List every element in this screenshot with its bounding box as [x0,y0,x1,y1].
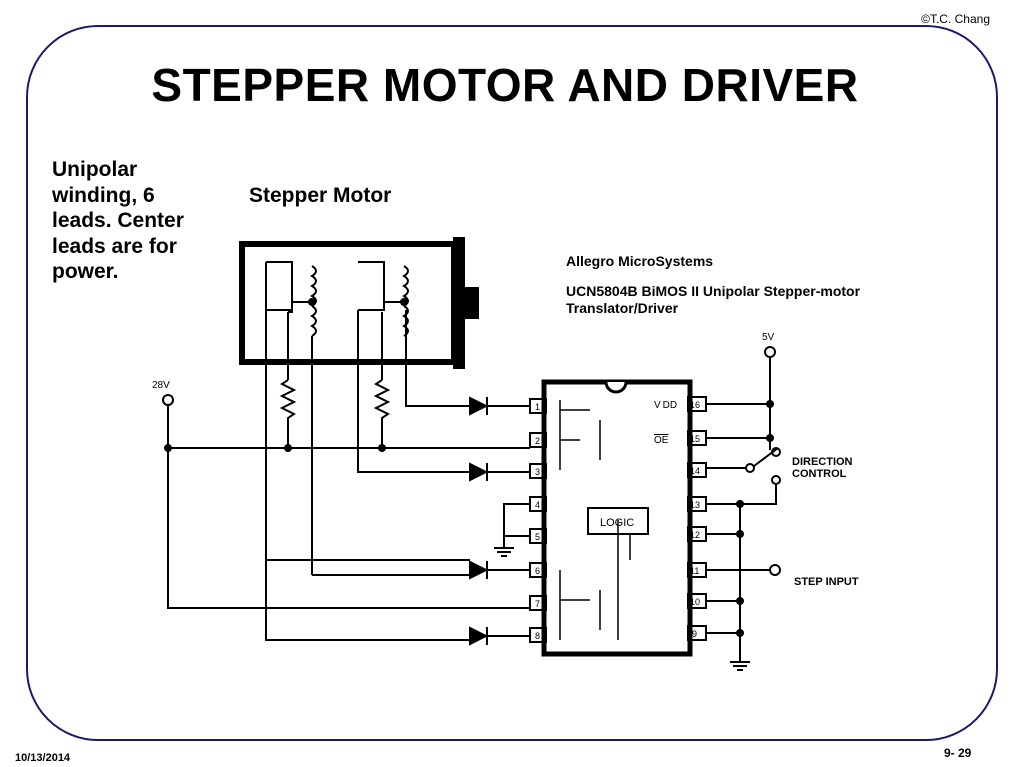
pin-6-label: 6 [535,566,540,576]
diode-3 [469,560,530,580]
diode-4 [469,626,530,646]
supply-28v-terminal [162,394,174,406]
vdd-label: V DD [654,400,677,411]
winding-2 [358,261,409,337]
resistor-2 [373,379,391,448]
direction-switch-bottom [771,475,781,485]
direction-control-label-2: CONTROL [792,468,847,480]
copyright-text: ©T.C. Chang [921,12,990,26]
motor-flange [453,237,465,369]
bullet-text: Unipolar winding, 6 leads. Center leads … [52,158,184,283]
pin-4-label: 4 [535,500,540,510]
supply-5v-label: 5V [762,332,775,343]
resistor-1 [279,379,297,448]
step-input-label: STEP INPUT [794,576,859,588]
pin-8-label: 8 [535,631,540,641]
pin-14-label: 14 [690,466,700,476]
chip-description: UCN5804B BiMOS II Unipolar Stepper-motor… [566,283,861,316]
pin-12-label: 12 [690,530,700,540]
supply-28v-label: 28V [152,380,170,391]
winding-1 [265,261,317,575]
chip-maker-label: Allegro MicroSystems [566,253,714,269]
direction-control-label-1: DIRECTION [792,456,853,468]
step-input-terminal [769,564,781,576]
pin-9-label: 9 [692,629,697,639]
motor-shaft [465,287,479,319]
diode-2 [469,462,530,482]
pin-16-label: 16 [690,400,700,410]
pin-7-label: 7 [535,599,540,609]
pin-5-label: 5 [535,532,540,542]
direction-switch-pivot [745,463,755,473]
footer-page-number: 9- 29 [944,746,972,760]
pin-15-label: 15 [690,434,700,444]
oe-label: OE [654,435,669,446]
slide-title: STEPPER MOTOR AND DRIVER [151,59,859,111]
diode-1 [469,396,530,416]
stepper-motor-label: Stepper Motor [249,184,392,207]
footer-date: 10/13/2014 [15,752,71,764]
pin-10-label: 10 [690,597,700,607]
pin-1-label: 1 [535,402,540,412]
slide-frame [26,25,998,741]
pin-11-label: 11 [690,566,699,576]
pin-2-label: 2 [535,436,540,446]
supply-5v-terminal [764,346,776,358]
pin-3-label: 3 [535,467,540,477]
logic-block-label: LOGIC [600,517,634,529]
pin-13-label: 13 [690,500,700,510]
